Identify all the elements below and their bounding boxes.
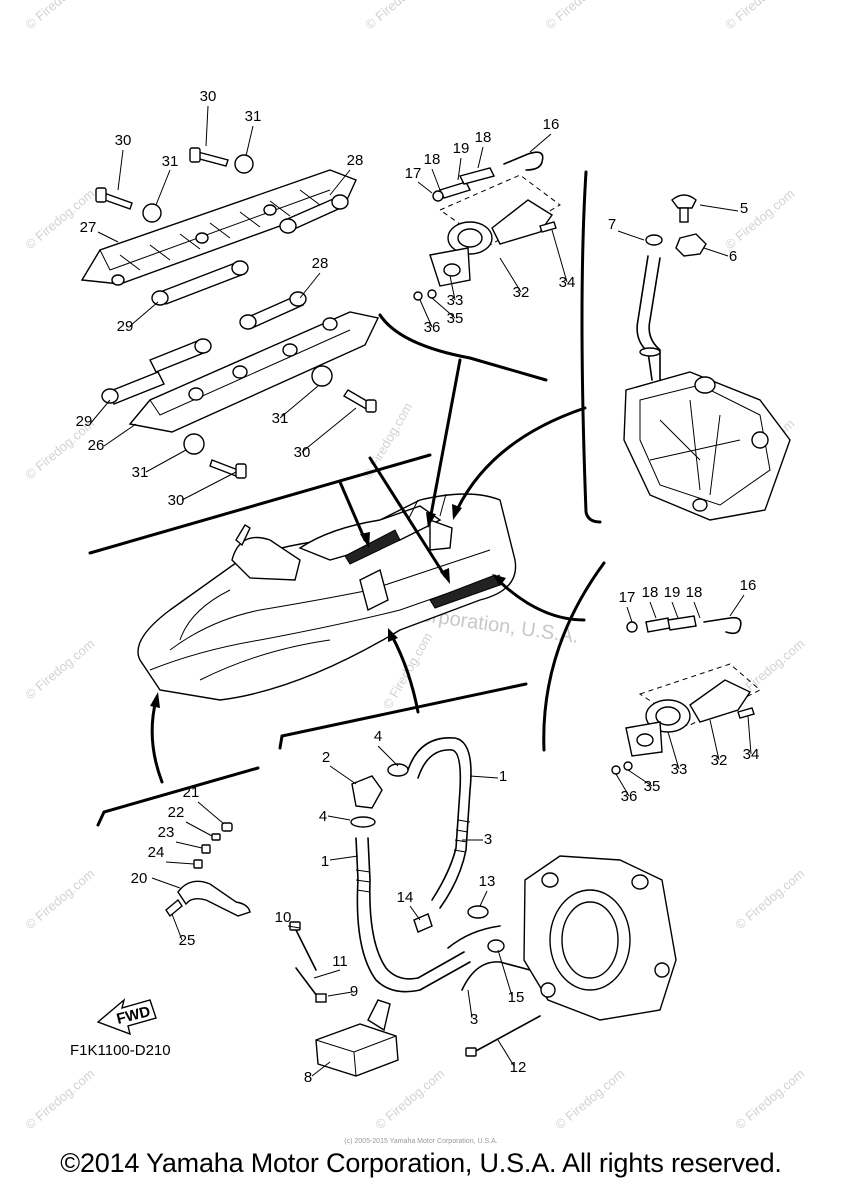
callout-label: 34	[559, 274, 576, 291]
watermark: © Firedog.com	[732, 866, 807, 932]
callout-label: 30	[200, 88, 217, 105]
callout-label: 9	[350, 983, 358, 1000]
callout-label: 29	[117, 318, 134, 335]
callout-label: 4	[374, 728, 382, 745]
callout-label: 31	[245, 108, 262, 125]
callout-label: 19	[453, 140, 470, 157]
watermark: © Firedog.com	[22, 866, 97, 932]
callout-label: 6	[729, 248, 737, 265]
callout-label: 35	[644, 778, 661, 795]
callout-label: 32	[513, 284, 530, 301]
callout-label: 15	[508, 989, 525, 1006]
bilge-hose-assembly	[287, 737, 677, 1077]
callout-label: 27	[80, 219, 97, 236]
callout-label: 11	[332, 953, 348, 970]
watermark: © Firedog.com	[552, 1066, 627, 1132]
watermark: © Firedog.com	[722, 0, 797, 32]
copyright-footer: ©2014 Yamaha Motor Corporation, U.S.A. A…	[60, 1148, 782, 1178]
section-dividers	[88, 170, 606, 827]
fwd-arrow-icon: FWD	[96, 998, 157, 1036]
callout-label: 10	[275, 909, 292, 926]
callout-label: 26	[88, 437, 105, 454]
callout-label: 36	[424, 319, 441, 336]
callout-label: 18	[642, 584, 659, 601]
callout-label: 32	[711, 752, 728, 769]
callout-label: 1	[321, 853, 329, 870]
watermark: © Firedog.com	[722, 186, 797, 252]
callout-label: 17	[619, 589, 636, 606]
callout-label: 36	[621, 788, 638, 805]
callout-label: 34	[743, 746, 760, 763]
callout-label: 2	[322, 749, 330, 766]
callout-label: 31	[272, 410, 289, 427]
callout-label: 17	[405, 165, 422, 182]
callout-label: 18	[686, 584, 703, 601]
callout-label: 24	[148, 844, 165, 861]
callout-label: 18	[475, 129, 492, 146]
seat-rail-upper	[80, 147, 357, 306]
callout-label: 8	[304, 1069, 312, 1086]
callout-label: 30	[168, 492, 185, 509]
bracket-detail	[151, 801, 251, 941]
diagram-code: F1K1100-D210	[70, 1042, 171, 1059]
callout-label: 12	[510, 1059, 527, 1076]
watermark: © Firedog.com	[22, 1066, 97, 1132]
leader-lines-top-left	[89, 105, 357, 501]
watermark: © Firedog.com	[362, 0, 437, 32]
callout-label: 7	[608, 216, 616, 233]
callout-label: 3	[470, 1011, 478, 1028]
callout-label: 18	[424, 151, 441, 168]
callout-label: 1	[499, 768, 507, 785]
callout-label: 29	[76, 413, 93, 430]
callout-label: 25	[179, 932, 196, 949]
callout-label: 21	[183, 784, 200, 801]
callout-label: 28	[347, 152, 364, 169]
watermark: © Firedog.com	[732, 1066, 807, 1132]
callout-label: 4	[319, 808, 327, 825]
callout-label: 3	[484, 831, 492, 848]
callout-label: 5	[740, 200, 748, 217]
callout-label: 28	[312, 255, 329, 272]
watermark: © Firedog.com	[542, 0, 617, 32]
watermark: © Firedog.com	[22, 636, 97, 702]
pointer-arrows	[150, 358, 587, 784]
callout-label: 33	[447, 292, 464, 309]
copyright-small: (c) 2005-2015 Yamaha Motor Corporation, …	[344, 1138, 498, 1145]
callout-label: 23	[158, 824, 175, 841]
callout-label: 13	[479, 873, 496, 890]
callout-label: 19	[664, 584, 681, 601]
watercraft-hull	[137, 493, 517, 701]
watermark: © Firedog.com	[22, 0, 97, 32]
callout-label: 22	[168, 804, 185, 821]
callout-label: 30	[115, 132, 132, 149]
pump-housing-top	[617, 194, 791, 521]
callout-label: 14	[397, 889, 414, 906]
callout-label: 31	[162, 153, 179, 170]
callout-label: 16	[543, 116, 560, 133]
drain-detail-top	[413, 133, 568, 328]
drain-detail-right	[611, 594, 761, 797]
callout-label: 20	[131, 870, 148, 887]
watermark: © Firedog.com	[372, 1066, 447, 1132]
callout-label: 31	[132, 464, 149, 481]
callout-label: 30	[294, 444, 311, 461]
callout-label: 16	[740, 577, 757, 594]
callout-label: 35	[447, 310, 464, 327]
seat-rail-lower	[101, 291, 380, 479]
callout-label: 33	[671, 761, 688, 778]
